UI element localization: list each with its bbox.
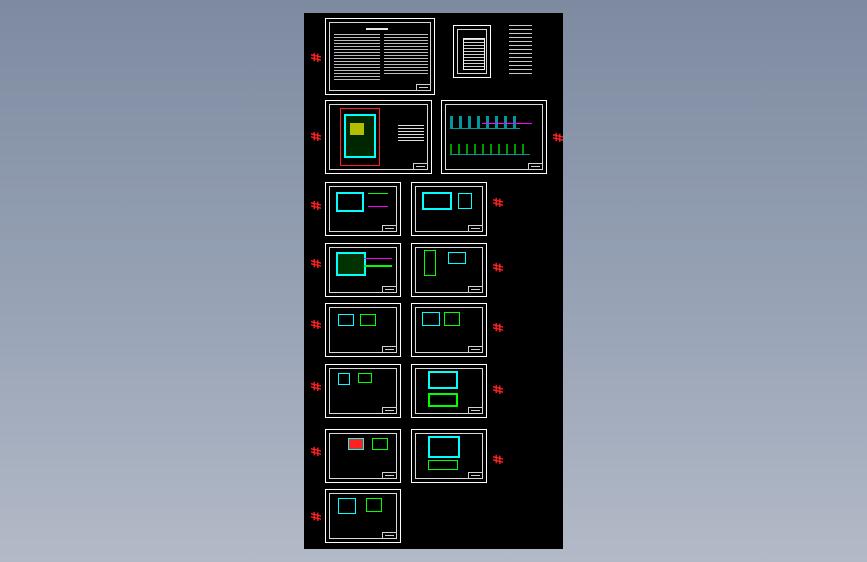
detail-plan bbox=[422, 312, 440, 326]
notes-text-block-left bbox=[334, 34, 380, 82]
sheet-border bbox=[445, 104, 543, 170]
drawing-sheet-detail-5[interactable] bbox=[325, 303, 401, 357]
title-block bbox=[468, 407, 483, 414]
building-outline bbox=[344, 114, 376, 158]
drawing-sheet-site-plan[interactable] bbox=[325, 100, 432, 174]
sheet-border bbox=[415, 307, 483, 353]
detail-plan bbox=[428, 371, 458, 389]
detail-section bbox=[360, 314, 376, 326]
drawing-sheet-detail-11[interactable] bbox=[325, 489, 401, 543]
sheet-border bbox=[415, 433, 483, 479]
site-boundary bbox=[340, 108, 380, 166]
sheet-marker: # bbox=[306, 131, 322, 142]
title-block bbox=[528, 163, 543, 170]
detail-plan bbox=[338, 314, 354, 326]
detail-section bbox=[368, 193, 388, 207]
drawing-table[interactable] bbox=[509, 25, 532, 76]
sheet-border bbox=[329, 247, 397, 293]
drawing-sheet-detail-9[interactable] bbox=[325, 429, 401, 483]
process-pipe bbox=[482, 123, 532, 124]
detail-section bbox=[428, 460, 458, 470]
detail-section bbox=[366, 498, 382, 512]
sheet-marker: # bbox=[488, 197, 504, 208]
detail-plan bbox=[338, 373, 350, 385]
drawing-canvas[interactable]: # # # # # # # # # # # # # # bbox=[304, 13, 564, 549]
sheet-marker: # bbox=[488, 262, 504, 273]
title-block bbox=[468, 472, 483, 479]
building-core bbox=[350, 123, 364, 135]
notes-title bbox=[366, 28, 388, 30]
detail-section bbox=[448, 252, 466, 264]
title-block bbox=[468, 286, 483, 293]
sheet-marker: # bbox=[488, 322, 504, 333]
detail-section bbox=[372, 438, 388, 450]
detail-section bbox=[358, 373, 372, 383]
detail-plan bbox=[336, 192, 364, 212]
title-block bbox=[413, 163, 428, 170]
sheet-marker: # bbox=[306, 52, 322, 63]
drawing-sheet-detail-6[interactable] bbox=[411, 303, 487, 357]
sheet-marker: # bbox=[306, 511, 322, 522]
detail-plan bbox=[424, 250, 436, 276]
drawing-sheet-detail-10[interactable] bbox=[411, 429, 487, 483]
sheet-border bbox=[329, 307, 397, 353]
process-line-bottom bbox=[450, 144, 530, 155]
sheet-border bbox=[329, 493, 397, 539]
detail-plan bbox=[338, 498, 356, 514]
detail-section bbox=[428, 393, 458, 407]
title-block bbox=[416, 84, 431, 91]
detail-section bbox=[444, 312, 460, 326]
sheet-marker: # bbox=[488, 454, 504, 465]
title-block bbox=[382, 472, 397, 479]
sheet-border bbox=[329, 186, 397, 232]
sheet-border bbox=[457, 29, 487, 74]
sheet-border bbox=[415, 368, 483, 414]
detail-section bbox=[458, 193, 472, 209]
sheet-border bbox=[329, 368, 397, 414]
sheet-marker: # bbox=[306, 258, 322, 269]
sheet-border bbox=[415, 186, 483, 232]
drawing-sheet-detail-8[interactable] bbox=[411, 364, 487, 418]
detail-pipe bbox=[364, 258, 392, 267]
title-block bbox=[382, 286, 397, 293]
sheet-border bbox=[415, 247, 483, 293]
detail-plan-highlight bbox=[348, 438, 364, 450]
detail-plan bbox=[428, 436, 460, 458]
sheet-marker: # bbox=[306, 200, 322, 211]
title-block bbox=[382, 225, 397, 232]
title-block bbox=[468, 225, 483, 232]
title-block bbox=[382, 407, 397, 414]
drawing-sheet-catalog[interactable] bbox=[453, 25, 491, 78]
drawing-sheet-detail-2[interactable] bbox=[411, 182, 487, 236]
detail-plan bbox=[422, 192, 452, 210]
sheet-marker: # bbox=[306, 319, 322, 330]
title-block bbox=[382, 346, 397, 353]
drawing-sheet-detail-3[interactable] bbox=[325, 243, 401, 297]
title-block bbox=[382, 532, 397, 539]
drawing-sheet-design-notes[interactable] bbox=[325, 18, 435, 95]
legend-table bbox=[398, 125, 424, 141]
sheet-marker: # bbox=[306, 446, 322, 457]
drawing-sheet-detail-4[interactable] bbox=[411, 243, 487, 297]
sheet-marker: # bbox=[306, 381, 322, 392]
drawing-sheet-detail-1[interactable] bbox=[325, 182, 401, 236]
sheet-marker: # bbox=[488, 384, 504, 395]
catalog-table bbox=[463, 38, 485, 70]
title-block bbox=[468, 346, 483, 353]
process-line-top bbox=[450, 116, 520, 129]
drawing-sheet-detail-7[interactable] bbox=[325, 364, 401, 418]
sheet-border bbox=[329, 433, 397, 479]
sheet-border bbox=[329, 22, 431, 91]
drawing-sheet-process-elevation[interactable] bbox=[441, 100, 547, 174]
sheet-marker: # bbox=[548, 132, 564, 143]
notes-text-block-right bbox=[384, 34, 428, 74]
sheet-border bbox=[329, 104, 428, 170]
detail-plan bbox=[336, 252, 366, 276]
